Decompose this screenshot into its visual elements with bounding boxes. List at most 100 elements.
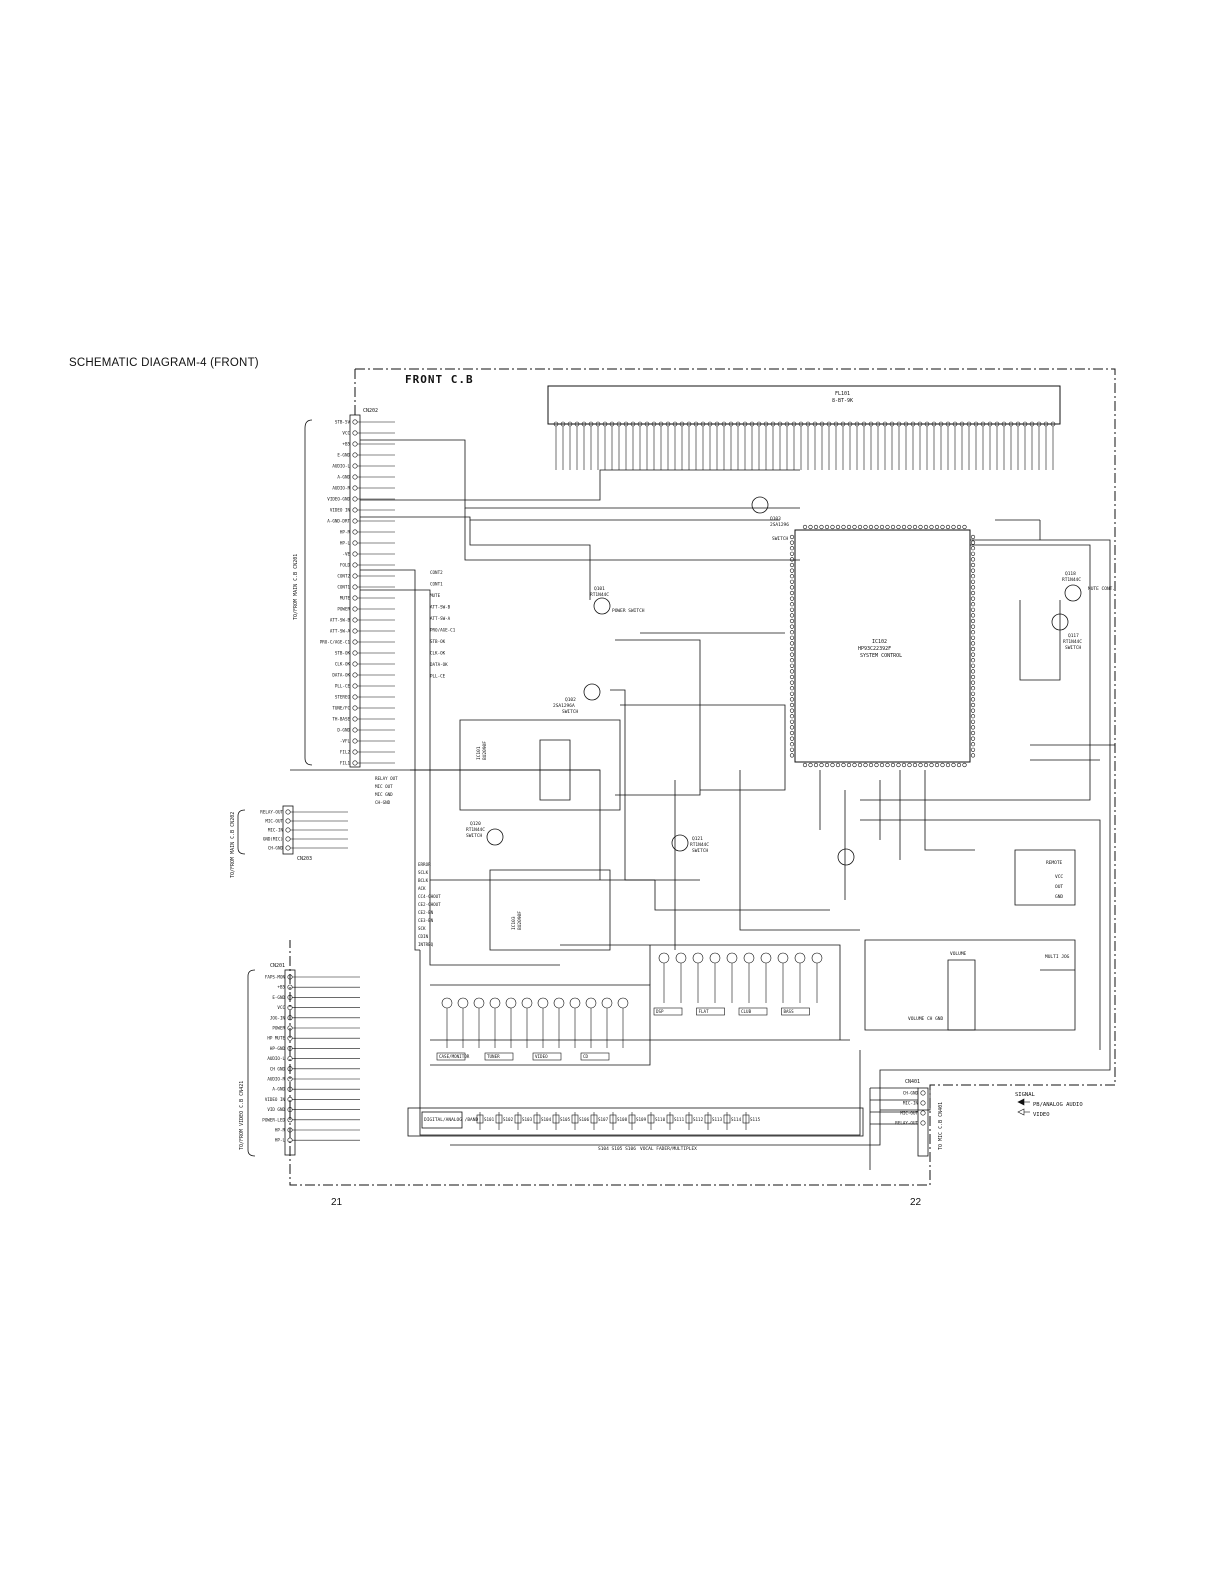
cn202-pin-label: MUTE: [340, 596, 351, 601]
q117-transistor: [1051, 613, 1069, 631]
ic102-top-pin: [863, 524, 868, 530]
q102-part: 2SA1296A: [553, 703, 575, 709]
ic102-left-pin: [789, 540, 795, 545]
q121-function: SWITCH: [692, 848, 709, 854]
ic102-top-pin: [940, 524, 945, 530]
q103-transistor: [751, 496, 769, 514]
ic102-right-pin: [970, 747, 976, 752]
ic102-right-pin: [970, 568, 976, 573]
q118-ref: Q118: [1065, 571, 1076, 577]
ic102-left-pin: [789, 742, 795, 747]
cn203-pin-label: GND(MIC): [263, 837, 283, 842]
ic102-right-pin: [970, 730, 976, 736]
right-led: [709, 952, 721, 964]
cn202-pin-11: [352, 529, 358, 535]
ic102-left-pin: [789, 596, 795, 601]
cn202-pin-label: FOLD: [340, 563, 351, 568]
cn202-pin-label: E-GND: [337, 453, 350, 458]
cn202-pin-label: PLL-CE: [335, 684, 351, 689]
ic102-bottom-pin: [901, 762, 907, 768]
signal-label: CONT1: [430, 582, 443, 587]
right-led: [811, 952, 823, 964]
q117-function: SWITCH: [1065, 645, 1082, 651]
ic102-left-pin: [789, 562, 795, 568]
signal-label: MIC GND: [375, 792, 393, 797]
cn202-pin-label: CONT1: [337, 585, 350, 590]
ic102-top-pin: [857, 524, 863, 530]
cn202-pin-3: [352, 441, 358, 447]
cn401-ref: CN401: [905, 1079, 921, 1085]
ic102-left-pin: [789, 574, 795, 579]
signal-label: STB-OK: [430, 639, 446, 644]
ic102-right-pin: [970, 540, 976, 545]
q103-ref: Q103: [770, 516, 781, 522]
volume-ch-gnd: VOLUME CH GND: [908, 1016, 944, 1022]
ic101-part: BU2090F: [482, 741, 488, 760]
q118-transistor: [1064, 584, 1082, 602]
ic102-left-pin: [789, 674, 795, 680]
ic102-bottom-pin: [802, 762, 808, 768]
ic102-top-pin: [901, 524, 907, 530]
ic102-top-pin: [841, 524, 846, 530]
ic102-top-pin: [824, 524, 830, 530]
cn202-pin-label: POWER: [337, 607, 350, 612]
legend-title: SIGNAL: [1015, 1092, 1035, 1098]
cn202-pin-21: [352, 639, 358, 645]
ic102-left-pin: [789, 680, 795, 685]
left-led: [457, 997, 469, 1009]
ic102-top-pin: [830, 524, 835, 530]
cn203-pin-label: RELAY-OUT: [260, 810, 283, 815]
cn202-pin-5: [352, 463, 358, 469]
cn202-pin-32: [352, 760, 358, 766]
ic102-left-pin: [789, 624, 795, 629]
cn202-pin-8: [352, 496, 358, 502]
cn202-pin-label: A-GND-DRT: [327, 519, 350, 524]
signal-label: ERROR: [418, 862, 431, 867]
ic102-right-pin: [970, 708, 976, 713]
cn202-pin-6: [352, 474, 358, 480]
ic102-right-pin: [970, 579, 976, 584]
cn201-pin-label: +B5: [277, 985, 285, 990]
switch-ref: S112: [693, 1117, 704, 1122]
cn202-pin-23: [352, 661, 358, 667]
cn201-pin-label: AUDIO-R: [267, 1077, 285, 1082]
switch-ref: S115: [750, 1117, 761, 1122]
switch-group-box: [421, 1111, 463, 1129]
ic102-left-pin: [789, 702, 795, 708]
ic102-bottom-pin: [879, 762, 885, 768]
cn202-pin-label: DATA-OK: [332, 673, 350, 678]
cn202-pin-10: [352, 518, 358, 524]
ic102-right-pin: [970, 557, 976, 562]
ic102-top-pin: [956, 524, 962, 530]
multi-jog-label: MULTI JOG: [1045, 954, 1070, 960]
ic102-top-pin: [890, 524, 896, 530]
left-group-label: CD: [583, 1054, 589, 1059]
ic102-left-pin: [789, 613, 795, 618]
signal-label: CDIN: [418, 934, 429, 939]
left-led: [473, 997, 485, 1009]
cn202-pin-30: [352, 738, 358, 744]
ic102-bottom-pin: [830, 762, 835, 768]
ic102-bottom-pin: [868, 762, 874, 768]
left-led: [617, 997, 629, 1009]
ic102-top-pin: [951, 524, 956, 530]
ic102-left-pin: [789, 669, 795, 674]
ic102-bottom-pin: [934, 762, 940, 768]
left-led: [441, 997, 453, 1009]
cn202-ref: CN202: [363, 408, 379, 414]
right-group-label: BASS: [784, 1009, 795, 1014]
cn202-pin-label: VCC: [342, 431, 350, 436]
cn202-pin-16: [352, 584, 358, 590]
ic102-right-pin: [970, 618, 976, 624]
signal-label: ACK: [418, 886, 426, 891]
q121-transistor: [671, 834, 689, 852]
q103-function: SWITCH: [772, 536, 789, 542]
legend-audio-label: PB/ANALOG AUDIO: [1033, 1102, 1083, 1108]
cn201-pin-label: E-GND: [272, 995, 285, 1000]
ic102-bottom-pin: [874, 762, 879, 768]
cn201-pin-label: HP-R: [275, 1128, 286, 1133]
ic102-left-pin: [789, 719, 795, 724]
cn202-pin-18: [352, 606, 358, 612]
ic102-top-pin: [923, 524, 929, 530]
ic102-left-pin: [789, 730, 795, 736]
